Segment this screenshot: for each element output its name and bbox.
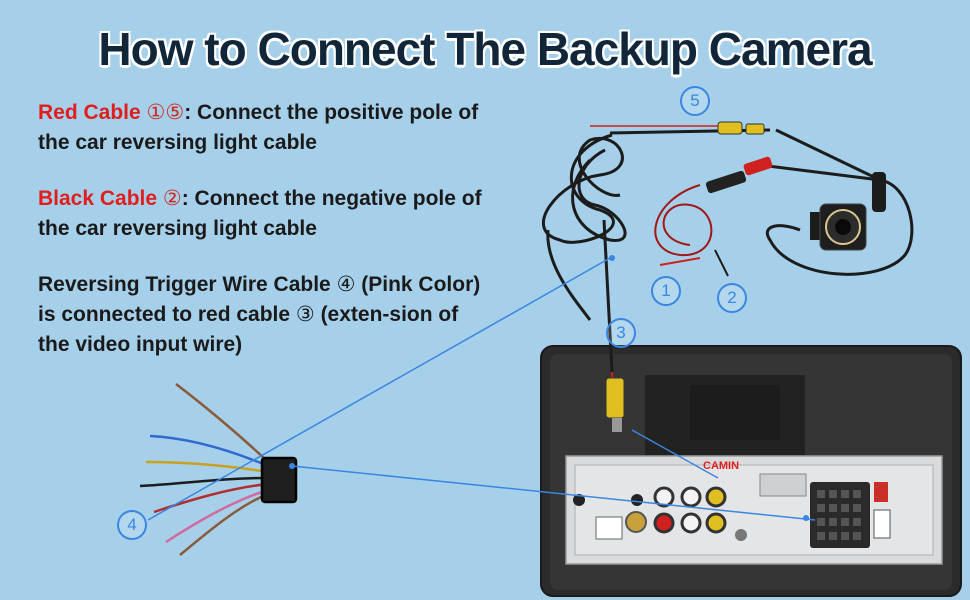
camera-connectors [605, 121, 886, 432]
trigger-marker-4: ④ [336, 273, 356, 296]
marker-2: 2 [717, 283, 747, 313]
page-title: How to Connect The Backup Camera [98, 23, 872, 75]
trigger-text-3: (exten-sion of the video input wire) [38, 303, 459, 356]
backup-camera [810, 203, 867, 251]
black-cable-label: Black Cable [38, 187, 158, 210]
red-cable-markers: ①⑤ [146, 101, 185, 124]
marker-3: 3 [606, 318, 636, 348]
black-cable-text: : Connect the negative pole of the car r… [38, 187, 482, 240]
instruction-black-cable: Black Cable ②: Connect the negative pole… [38, 184, 498, 244]
red-cable-label: Red Cable [38, 101, 141, 124]
trigger-text-2: (Pink Color) is connected to red cable [38, 273, 481, 326]
camin-label: CAMIN [703, 460, 740, 472]
camera-harness [541, 125, 914, 396]
instruction-trigger-wire: Reversing Trigger Wire Cable ④ (Pink Col… [38, 270, 488, 360]
black-cable-marker: ② [162, 187, 182, 210]
instruction-red-cable: Red Cable ①⑤: Connect the positive pole … [38, 98, 498, 158]
trigger-wire-harness [139, 383, 298, 556]
marker-1: 1 [651, 276, 681, 306]
pointer-lines [147, 257, 816, 521]
car-stereo-unit [540, 345, 962, 597]
trigger-marker-3: ③ [295, 303, 315, 326]
marker-4: 4 [117, 510, 147, 540]
marker-5: 5 [680, 86, 710, 116]
red-cable-text: : Connect the positive pole of the car r… [38, 101, 479, 154]
trigger-text-1: Reversing Trigger Wire Cable [38, 273, 337, 296]
